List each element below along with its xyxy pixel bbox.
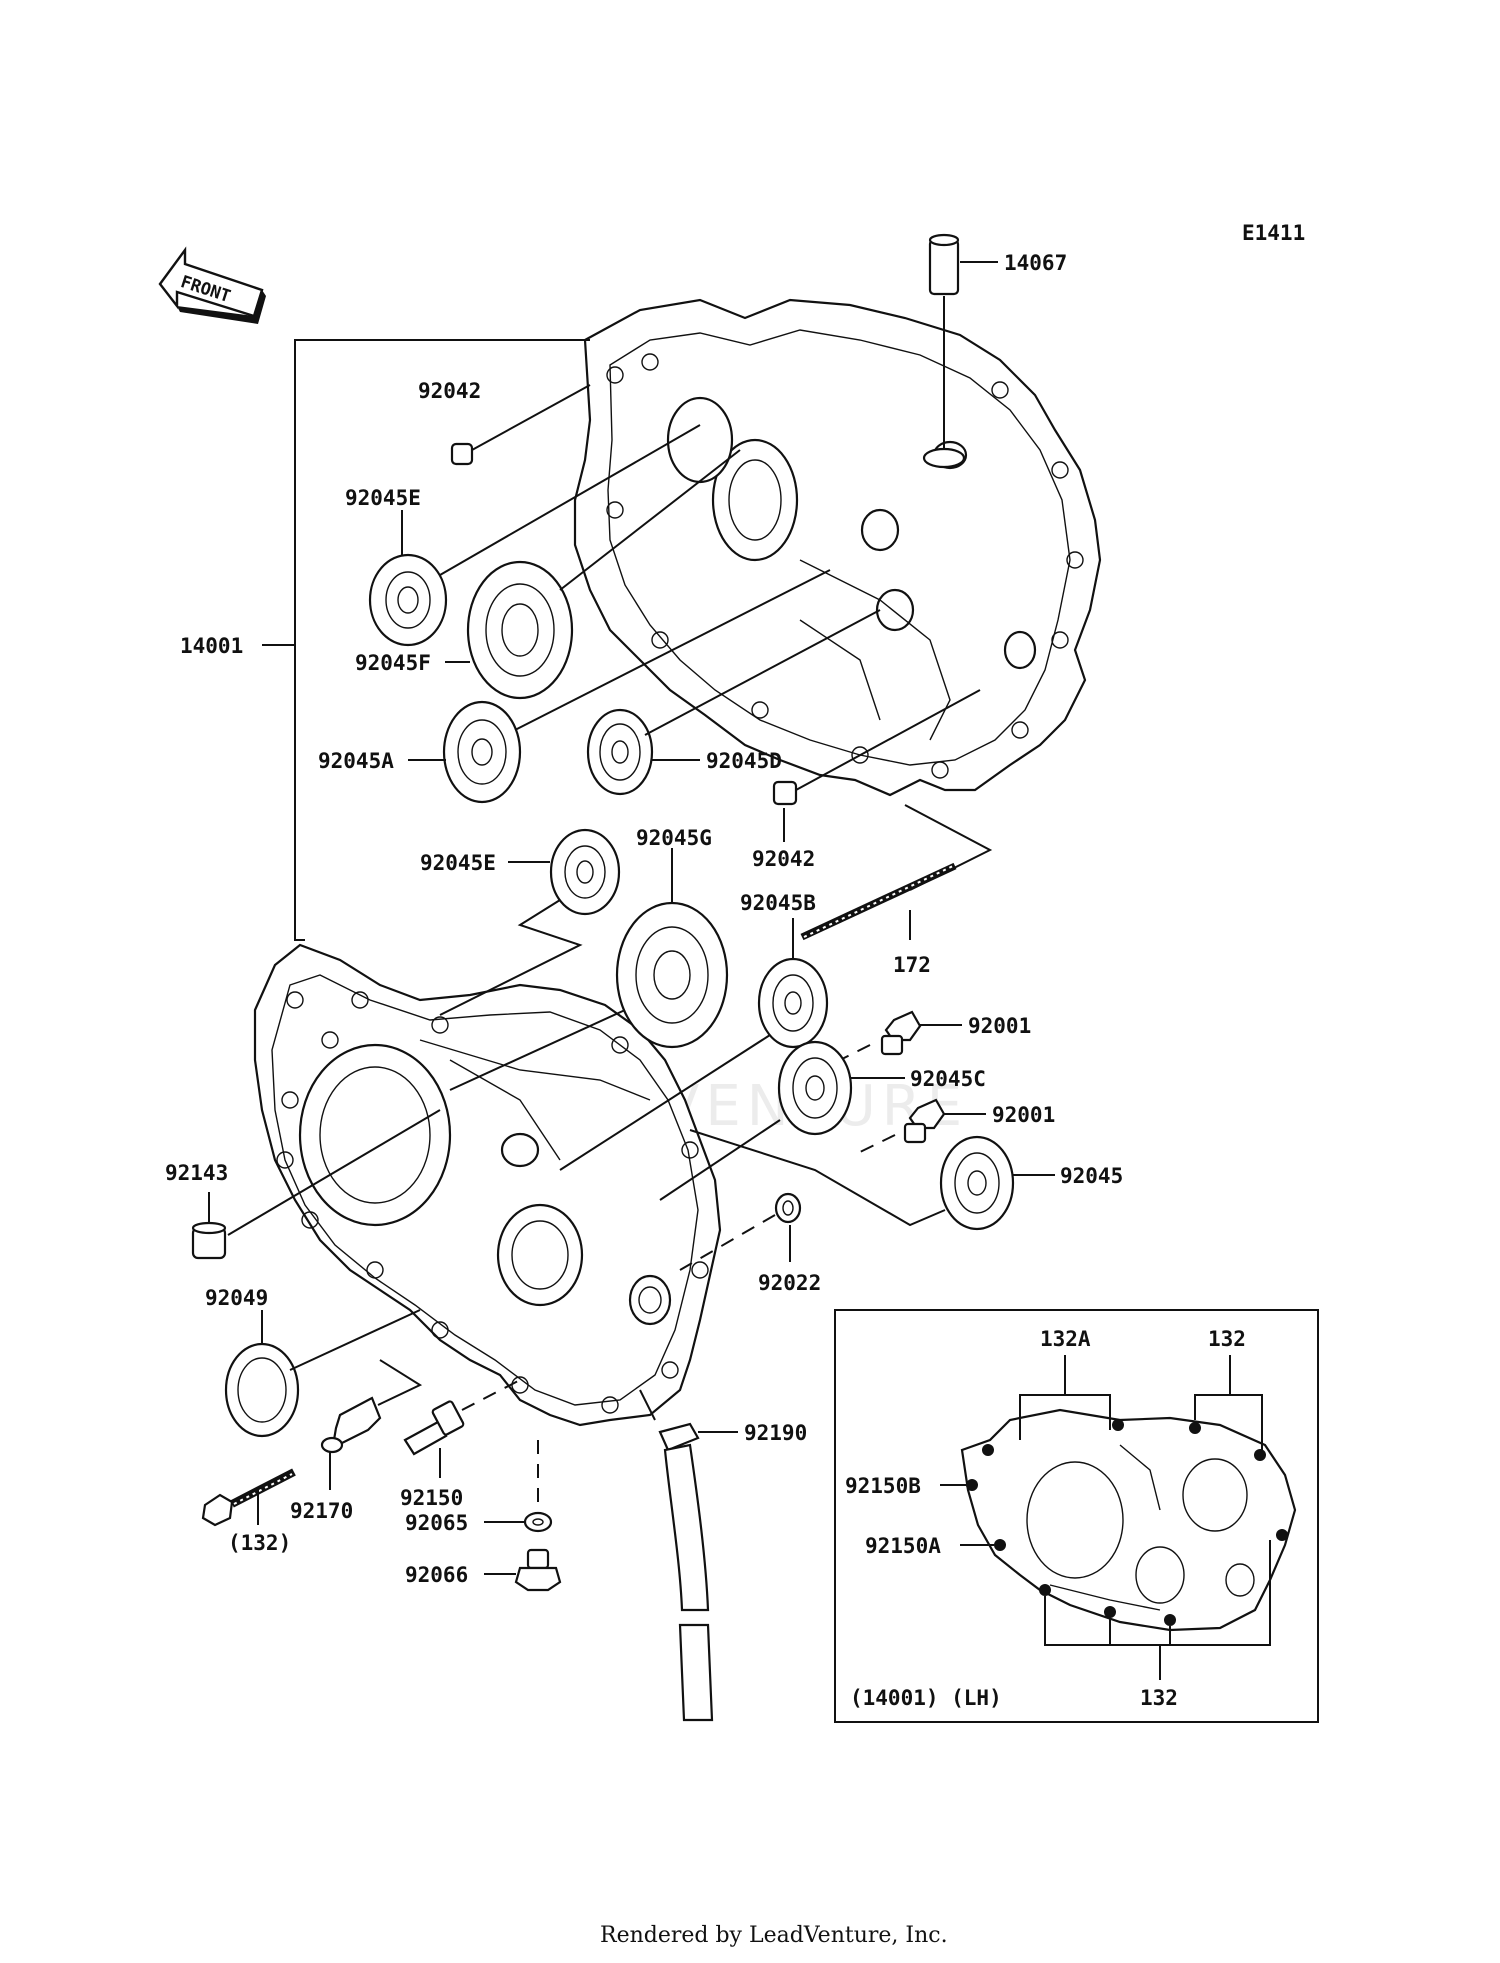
inset-label-92150A: 92150A	[865, 1534, 941, 1558]
part-172-stud	[800, 804, 993, 941]
bearing-92045A	[408, 569, 831, 804]
part-14067-sleeve	[922, 233, 998, 469]
label-92143: 92143	[165, 1161, 228, 1185]
label-92045E-mid: 92045E	[420, 851, 496, 875]
bearing-92045E-mid	[439, 828, 621, 1016]
bearing-92045	[689, 1129, 1055, 1231]
label-92045G: 92045G	[636, 826, 712, 850]
washer-92065	[484, 1440, 553, 1533]
left-crankcase-half	[253, 943, 722, 1427]
inset-box	[834, 1309, 1319, 1723]
right-crankcase-half	[573, 298, 1102, 797]
label-92170: 92170	[290, 1499, 353, 1523]
label-14067: 14067	[1004, 251, 1067, 275]
bearing-92045E-top	[368, 424, 701, 647]
label-14001: 14001	[180, 634, 243, 658]
inset-caption: (14001) (LH)	[850, 1686, 1002, 1710]
bearing-92045D	[586, 609, 881, 796]
label-92049: 92049	[205, 1286, 268, 1310]
washer-92022	[679, 1192, 802, 1271]
label-92190: 92190	[744, 1421, 807, 1445]
plug-92066	[484, 1548, 562, 1592]
seal-92049	[224, 1309, 421, 1438]
bolt-92001-a	[839, 1010, 962, 1061]
label-92045F: 92045F	[355, 651, 431, 675]
bearing-92045C	[659, 1040, 905, 1201]
inset-label-132-bottom: 132	[1140, 1686, 1178, 1710]
bearing-92045G	[449, 848, 729, 1091]
bearing-92045B	[559, 918, 829, 1171]
label-92065: 92065	[405, 1511, 468, 1535]
label-92022: 92022	[758, 1271, 821, 1295]
clamp-92170	[320, 1359, 423, 1490]
bolt-132-paren	[201, 1468, 296, 1527]
bracket-14001	[262, 339, 590, 941]
label-92045: 92045	[1060, 1164, 1123, 1188]
inset-label-92150B: 92150B	[845, 1474, 921, 1498]
bushing-92143	[191, 1109, 441, 1260]
label-92066: 92066	[405, 1563, 468, 1587]
label-172: 172	[893, 953, 931, 977]
label-92001-b: 92001	[992, 1103, 1055, 1127]
bearing-92045F	[445, 449, 741, 700]
part-92042-dowel-mid	[772, 689, 981, 842]
bolt-92150	[403, 1379, 521, 1478]
inset-label-132-top: 132	[1208, 1327, 1246, 1351]
label-92045E-top: 92045E	[345, 486, 421, 510]
label-92042-top: 92042	[418, 379, 481, 403]
label-92045A: 92045A	[318, 749, 394, 773]
label-92045B: 92045B	[740, 891, 816, 915]
label-92045D: 92045D	[706, 749, 782, 773]
label-92150: 92150	[400, 1486, 463, 1510]
label-92001-a: 92001	[968, 1014, 1031, 1038]
label-92045C: 92045C	[910, 1067, 986, 1091]
front-arrow-icon: FRONT	[158, 246, 266, 324]
diagram-code: E1411	[1242, 221, 1305, 245]
part-92042-dowel-top	[450, 384, 591, 466]
label-132-paren: (132)	[228, 1531, 291, 1555]
inset-label-132A: 132A	[1040, 1327, 1091, 1351]
hose-92190	[639, 1389, 738, 1722]
footer-credit: Rendered by LeadVenture, Inc.	[600, 1923, 948, 1948]
bolt-92001-b	[859, 1098, 986, 1153]
label-92042-mid: 92042	[752, 847, 815, 871]
